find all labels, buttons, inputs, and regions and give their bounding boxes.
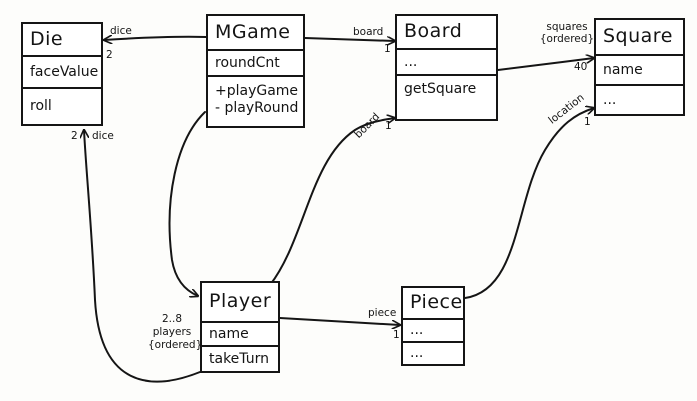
class-piece-attributes: ...: [403, 318, 463, 341]
mgame-die-link: [104, 37, 207, 40]
class-board-operations: getSquare: [397, 74, 496, 119]
multiplicity-board-square: 40: [574, 61, 588, 73]
mgame-board-link: [304, 38, 395, 41]
class-square[interactable]: Square name ...: [594, 18, 685, 116]
role-label-board-square: squares: [546, 21, 588, 33]
role-label-mgame-board: board: [353, 26, 384, 38]
multiplicity-piece-square: 1: [584, 116, 591, 128]
attribute: name: [603, 61, 643, 78]
class-name: Square: [603, 25, 673, 48]
multiplicity-mgame-board: 1: [384, 43, 391, 55]
multiplicity-player-board: 1: [385, 120, 392, 132]
class-name: Player: [209, 290, 272, 313]
class-board-name-compartment: Board: [397, 16, 496, 48]
multiplicity-player-piece: 1: [393, 329, 400, 341]
class-die-attributes: faceValue: [23, 55, 101, 87]
class-die-name-compartment: Die: [23, 24, 101, 55]
class-piece-name-compartment: Piece: [403, 288, 463, 318]
class-mgame-name-compartment: MGame: [208, 16, 303, 49]
class-die[interactable]: Die faceValue roll: [21, 22, 103, 126]
class-square-operations: ...: [596, 84, 683, 114]
operation: +playGame: [215, 83, 299, 99]
player-board-link: [269, 118, 395, 286]
class-player-attributes: name: [202, 321, 278, 345]
class-square-attributes: name: [596, 54, 683, 84]
class-mgame-operations: +playGame - playRound: [208, 75, 303, 126]
piece-square-link: [464, 108, 594, 299]
operation: roll: [30, 98, 52, 115]
attribute: roundCnt: [215, 54, 280, 71]
board-square-link: [497, 58, 594, 71]
class-mgame[interactable]: MGame roundCnt +playGame - playRound: [206, 14, 305, 128]
class-board[interactable]: Board ... getSquare: [395, 14, 498, 121]
class-board-attributes: ...: [397, 48, 496, 74]
role-label-mgame-player: players: [152, 326, 192, 338]
attribute: faceValue: [30, 63, 99, 80]
multiplicity-mgame-player: 2..8: [161, 313, 183, 325]
role-label-player-die: dice: [92, 130, 114, 142]
constraint-mgame-player: {ordered}: [148, 339, 203, 351]
multiplicity-player-die: 2: [71, 130, 78, 142]
class-square-name-compartment: Square: [596, 20, 683, 54]
role-label-mgame-die: dice: [110, 25, 132, 37]
attribute: ...: [404, 53, 418, 70]
operation: ...: [410, 345, 424, 362]
class-name: Piece: [410, 291, 463, 314]
attribute: name: [209, 325, 249, 342]
class-name: Board: [404, 20, 463, 43]
class-player-operations: takeTurn: [202, 345, 278, 371]
class-piece-operations: ...: [403, 341, 463, 364]
class-piece[interactable]: Piece ... ...: [401, 286, 465, 366]
operation: takeTurn: [209, 350, 269, 367]
multiplicity-mgame-die: 2: [106, 49, 113, 61]
player-piece-link: [279, 317, 400, 325]
class-player[interactable]: Player name takeTurn: [200, 281, 280, 373]
class-name: Die: [30, 27, 64, 50]
constraint-board-square: {ordered}: [539, 33, 595, 45]
class-name: MGame: [215, 20, 291, 43]
attribute: ...: [410, 322, 424, 339]
player-die-link: [84, 130, 201, 383]
class-die-operations: roll: [23, 87, 101, 124]
class-mgame-attributes: roundCnt: [208, 49, 303, 75]
operation: getSquare: [404, 81, 477, 97]
role-label-player-piece: piece: [368, 307, 397, 319]
operation: ...: [603, 91, 617, 108]
class-player-name-compartment: Player: [202, 283, 278, 321]
operation: - playRound: [215, 99, 299, 116]
mgame-player-link: [168, 111, 206, 296]
